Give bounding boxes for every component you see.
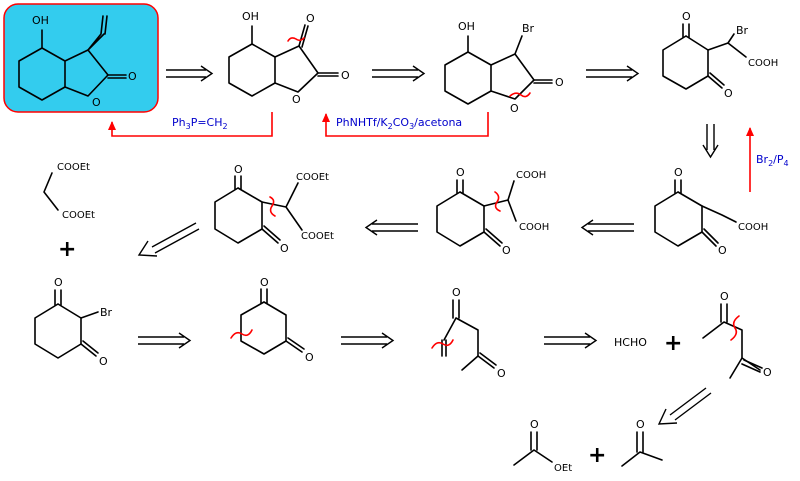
keto-lactone: OH O O O (228, 10, 350, 106)
retro-arrow-left-1 (364, 219, 418, 236)
bromodione-br-label: Br (100, 306, 113, 319)
bromoacid-br-label: Br (736, 24, 749, 37)
ketodiacid-keto-o-bottom-label: O (502, 244, 511, 257)
ketodiacid-keto-o-top-label: O (456, 166, 465, 179)
acetone: O (621, 418, 663, 467)
reagent-wittig-label: Ph3P=CH2 (172, 116, 228, 131)
ethylacetate-oet-label: OEt (554, 463, 572, 474)
retro-arrow-row3-3 (544, 332, 598, 349)
ketolactone-hydroxyl-label: OH (242, 10, 259, 23)
ketomalonate-ester-top-label: COOEt (296, 172, 329, 183)
bromodione-keto-o-top-label: O (54, 276, 63, 289)
malonate-ester-top-label: COOEt (57, 162, 90, 173)
retro-arrow-2 (372, 65, 426, 82)
plus-sign-1: + (58, 237, 76, 262)
ketomalonate-ester-bottom-label: COOEt (301, 231, 334, 242)
ketodiacid-cooh-top-label: COOH (516, 170, 546, 181)
forward-arrow-wittig: Ph3P=CH2 (108, 112, 273, 137)
ketoacid-keto-o-top-label: O (674, 166, 683, 179)
plus-sign-2: + (664, 331, 682, 356)
ketolactone-carbonyl-o-label: O (341, 69, 350, 82)
cyclohexanedione: O O (230, 276, 314, 364)
target-highlight-box (3, 3, 159, 113)
target-molecule: OH O O (3, 3, 159, 113)
ketomalonate-keto-o-bottom-label: O (280, 242, 289, 255)
retro-arrow-left-2 (580, 219, 634, 236)
bromo-lactone: OH Br O O (444, 20, 564, 115)
ethylacetate-keto-o-label: O (530, 418, 539, 431)
formaldehyde-label: HCHO (614, 336, 647, 349)
acac-keto-o-top-label: O (720, 290, 729, 303)
ketoacid-cooh-label: COOH (738, 222, 768, 233)
reagent-hvz-label: Br2/P4 (756, 153, 789, 168)
bromolactone-carbonyl-o-label: O (555, 76, 564, 89)
enone-keto-o-bottom-label: O (497, 367, 506, 380)
bromo-cyclohexanedione: O Br O (34, 276, 113, 368)
reagent-methylenation-label: PhNHTf/K2CO3/acetona (336, 116, 462, 131)
retro-arrow-diagonal-2 (657, 387, 712, 425)
bromoacid-keto-o-top-label: O (682, 10, 691, 23)
bromoacid-keto-o-bottom-label: O (724, 87, 733, 100)
ketolactone-ring-o-label: O (292, 93, 301, 106)
forward-arrow-hvz: Br2/P4 (746, 127, 789, 192)
target-carbonyl-o-label: O (128, 70, 137, 83)
plus-sign-3: + (588, 443, 606, 468)
target-ring-o-label: O (92, 96, 101, 109)
keto-diacid: O COOH COOH O (436, 166, 549, 257)
ketomalonate-keto-o-top-label: O (234, 163, 243, 176)
bromoacid-cooh-label: COOH (748, 58, 778, 69)
target-hydroxyl-label: OH (32, 14, 49, 27)
ketolactone-keto-o-label: O (306, 12, 315, 25)
bromo-acid: O Br COOH O (662, 10, 778, 100)
retro-arrow-3 (586, 65, 640, 82)
cyclohexanedione-o-top-label: O (260, 276, 269, 289)
retro-arrow-down (702, 124, 719, 159)
diethyl-malonate: COOEt COOEt (43, 162, 95, 221)
bromodione-keto-o-bottom-label: O (99, 355, 108, 368)
retro-arrow-1 (166, 65, 214, 82)
retro-arrow-row3-2 (341, 332, 395, 349)
cyclohexanedione-o-bottom-label: O (305, 351, 314, 364)
retro-arrow-row3-1 (138, 332, 192, 349)
bromolactone-ring-o-label: O (510, 102, 519, 115)
ketomalonate-diester: O COOEt COOEt O (214, 163, 334, 255)
acac-keto-o-bottom-label: O (763, 366, 772, 379)
ethyl-acetate: O OEt (513, 418, 572, 474)
ketoacid-keto-o-bottom-label: O (718, 244, 727, 257)
ketodiacid-cooh-bottom-label: COOH (519, 222, 549, 233)
bromolactone-hydroxyl-label: OH (458, 20, 475, 33)
malonate-ester-bottom-label: COOEt (62, 210, 95, 221)
acetylacetone: O O (702, 290, 772, 379)
bromolactone-br-label: Br (522, 22, 535, 35)
enone-keto-o-top-label: O (452, 286, 461, 299)
keto-acid: O COOH O (654, 166, 768, 257)
enone-diketone: O O (431, 286, 506, 380)
forward-arrow-methylenation: PhNHTf/K2CO3/acetona (322, 112, 489, 137)
retro-arrow-diagonal-1 (137, 222, 200, 257)
acetone-keto-o-label: O (636, 418, 645, 431)
